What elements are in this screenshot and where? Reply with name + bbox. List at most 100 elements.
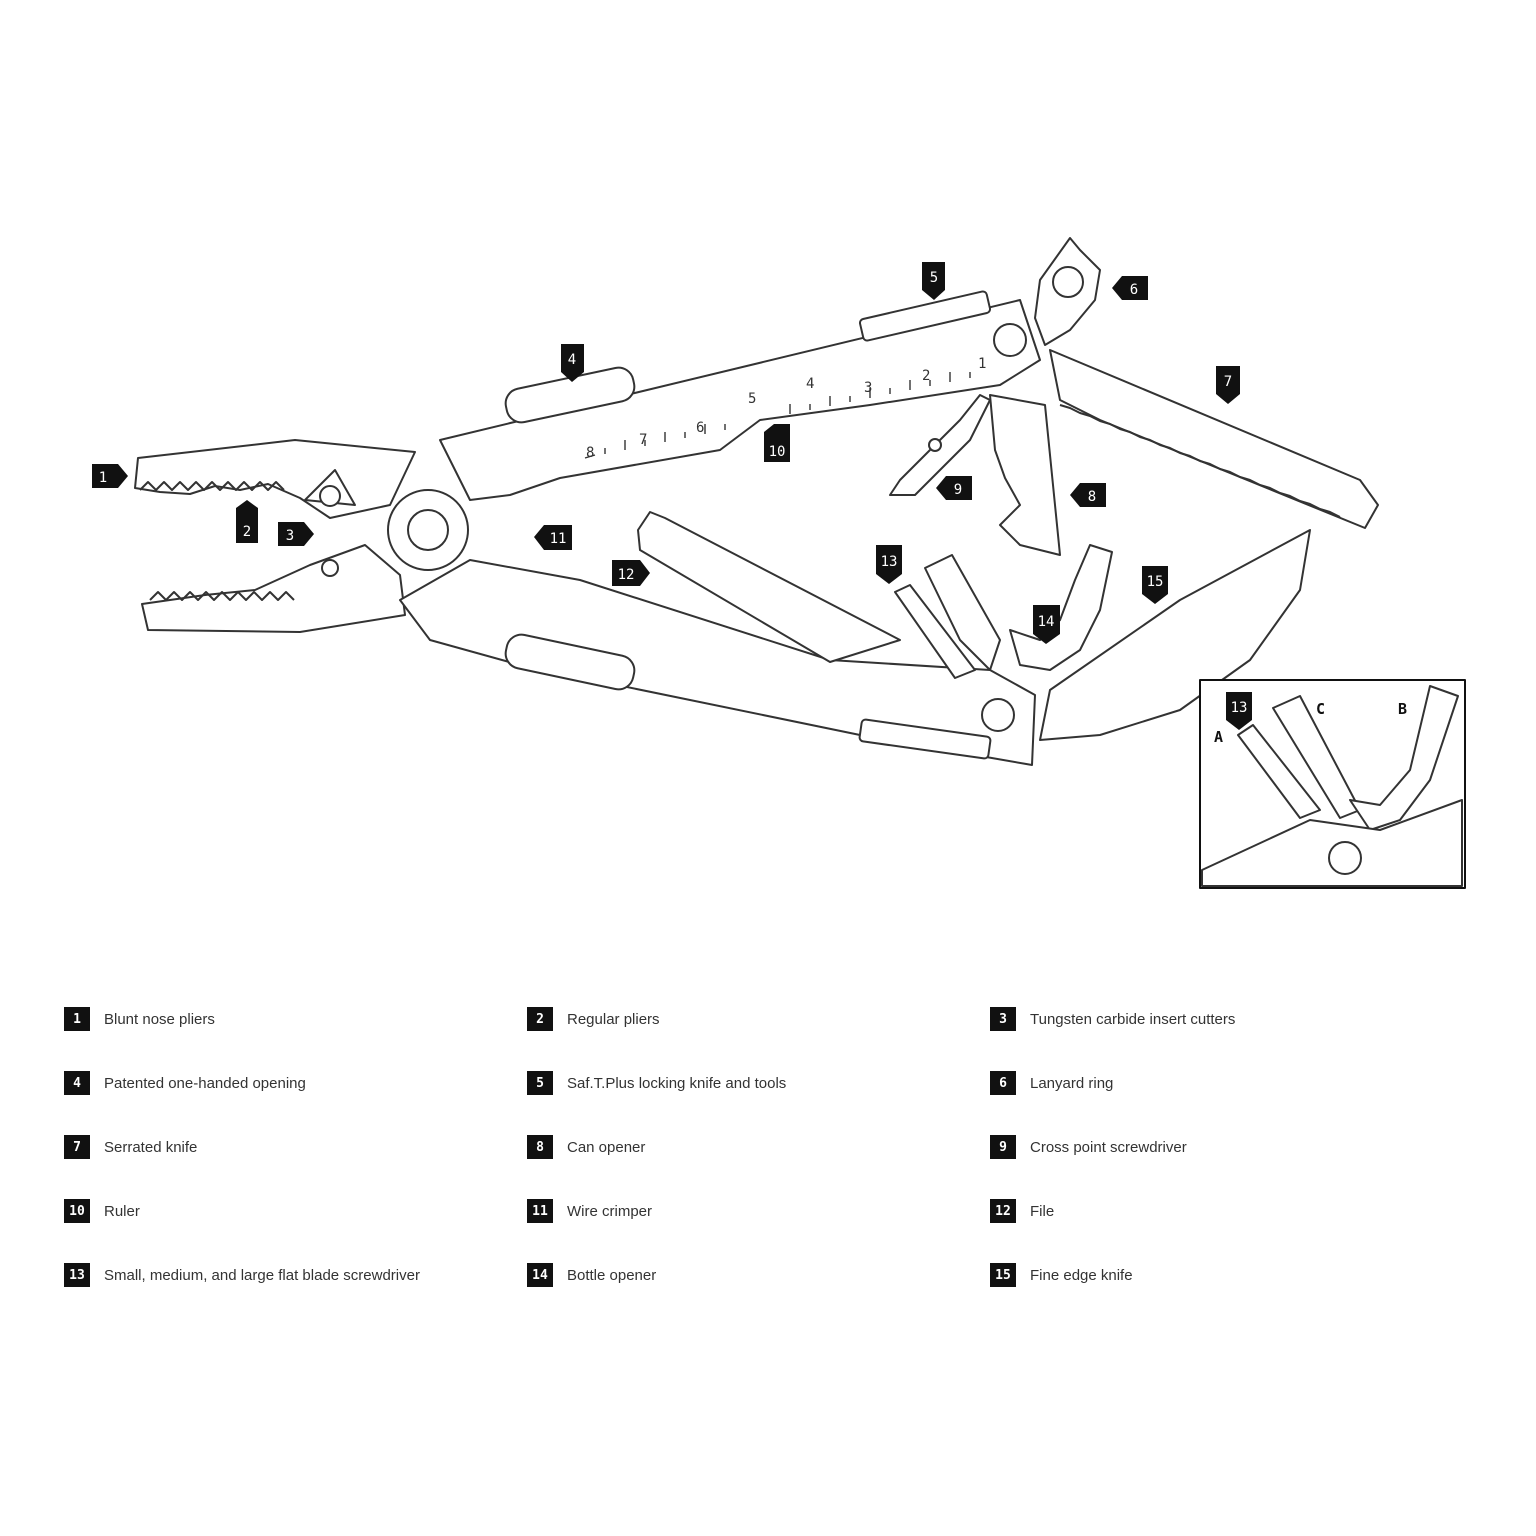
legend-label: Lanyard ring — [1030, 1074, 1114, 1092]
legend-label: Regular pliers — [567, 1010, 660, 1028]
screwdriver-hole — [928, 438, 942, 452]
svg-text:2: 2 — [243, 524, 251, 540]
upper-handle-button — [504, 366, 636, 424]
file-tool — [637, 511, 901, 663]
handle-rivet-lower — [981, 698, 1015, 732]
lower-handle — [399, 559, 1036, 766]
svg-text:8: 8 — [1088, 489, 1096, 505]
legend-item-11: 11 Wire crimper — [527, 1198, 652, 1224]
lock-slider-upper — [858, 290, 992, 342]
can-opener — [989, 394, 1061, 556]
callout-5: 5 — [922, 262, 945, 300]
svg-text:4: 4 — [568, 352, 576, 368]
svg-text:11: 11 — [550, 531, 567, 547]
legend-item-1: 1 Blunt nose pliers — [64, 1006, 215, 1032]
legend-item-5: 5 Saf.T.Plus locking knife and tools — [527, 1070, 786, 1096]
legend-label: Fine edge knife — [1030, 1266, 1133, 1284]
inset-label-b: B — [1398, 700, 1407, 718]
svg-text:1: 1 — [99, 470, 107, 486]
callout-1: 1 — [92, 464, 128, 488]
legend-item-7: 7 Serrated knife — [64, 1134, 197, 1160]
callout-11: 11 — [534, 525, 572, 550]
ruler-mark-5: 5 — [748, 391, 756, 407]
legend-badge: 12 — [990, 1199, 1016, 1223]
ruler-mark-3: 3 — [864, 380, 872, 396]
legend-item-9: 9 Cross point screwdriver — [990, 1134, 1187, 1160]
ruler-mark-6: 6 — [696, 420, 704, 436]
legend-label: Patented one-handed opening — [104, 1074, 306, 1092]
lower-handle-button — [504, 633, 636, 691]
ruler-mark-4: 4 — [806, 376, 814, 392]
callout-15: 15 — [1142, 566, 1168, 604]
legend-item-12: 12 File — [990, 1198, 1054, 1224]
legend-label: Ruler — [104, 1202, 140, 1220]
legend-label: Can opener — [567, 1138, 646, 1156]
callout-7: 7 — [1216, 366, 1240, 404]
legend-label: Serrated knife — [104, 1138, 198, 1156]
legend-label: Small, medium, and large flat blade scre… — [104, 1266, 420, 1284]
upper-jaw — [134, 439, 416, 519]
serrated-knife — [1049, 349, 1379, 529]
ruler-mark-7: 7 — [639, 432, 647, 448]
legend-badge: 7 — [64, 1135, 90, 1159]
lock-slider-lower — [858, 718, 992, 760]
legend-badge: 5 — [527, 1071, 553, 1095]
callout-4: 4 — [561, 344, 584, 382]
legend-badge: 15 — [990, 1263, 1016, 1287]
callout-6: 6 — [1112, 276, 1148, 300]
legend-item-2: 2 Regular pliers — [527, 1006, 660, 1032]
inset-handle — [1201, 799, 1463, 887]
callout-2: 2 — [236, 500, 258, 543]
lower-jaw — [141, 544, 406, 633]
legend-badge: 11 — [527, 1199, 553, 1223]
ruler-tick-line — [584, 372, 971, 459]
legend-label: Saf.T.Plus locking knife and tools — [567, 1074, 787, 1092]
callout-12: 12 — [612, 560, 650, 586]
inset-callout-13: 13 — [1226, 692, 1252, 730]
legend-item-8: 8 Can opener — [527, 1134, 645, 1160]
inset-label-a: A — [1214, 728, 1223, 746]
callout-13: 13 — [876, 545, 902, 584]
fine-edge-knife — [1039, 529, 1311, 741]
legend-badge: 8 — [527, 1135, 553, 1159]
svg-text:10: 10 — [769, 444, 786, 460]
legend-label: Blunt nose pliers — [104, 1010, 215, 1028]
svg-text:12: 12 — [618, 567, 635, 583]
legend-badge: 9 — [990, 1135, 1016, 1159]
main-pivot-inner — [407, 509, 449, 551]
legend-label: Wire crimper — [567, 1202, 652, 1220]
callout-9: 9 — [936, 476, 972, 500]
ruler-mark-2: 2 — [922, 368, 930, 384]
serration — [1059, 404, 1341, 518]
callout-3: 3 — [278, 522, 314, 546]
callout-14: 14 — [1033, 605, 1060, 644]
legend-label: Cross point screwdriver — [1030, 1138, 1187, 1156]
upper-jaw-teeth — [139, 481, 285, 491]
legend-badge: 6 — [990, 1071, 1016, 1095]
legend-item-14: 14 Bottle opener — [527, 1262, 656, 1288]
legend-item-3: 3 Tungsten carbide insert cutters — [990, 1006, 1235, 1032]
legend-label: File — [1030, 1202, 1055, 1220]
svg-text:14: 14 — [1038, 614, 1055, 630]
legend-item-6: 6 Lanyard ring — [990, 1070, 1113, 1096]
legend-label: Bottle opener — [567, 1266, 657, 1284]
inset-rivet — [1328, 841, 1362, 875]
upper-handle — [439, 299, 1041, 501]
legend-badge: 1 — [64, 1007, 90, 1031]
legend: 1 Blunt nose pliers 2 Regular pliers 3 T… — [0, 1000, 1536, 1320]
bottle-opener — [1009, 544, 1113, 671]
multitool-diagram: 1 2 3 4 5 6 7 8 — [92, 237, 1466, 889]
legend-label: Tungsten carbide insert cutters — [1030, 1010, 1236, 1028]
legend-badge: 13 — [64, 1263, 90, 1287]
inset-tool-a — [1237, 724, 1321, 819]
callout-10: 10 — [764, 424, 790, 462]
handle-rivet-upper — [993, 323, 1027, 357]
legend-badge: 2 — [527, 1007, 553, 1031]
flat-screwdriver-large — [924, 554, 1001, 671]
legend-item-10: 10 Ruler — [64, 1198, 140, 1224]
svg-text:9: 9 — [954, 482, 962, 498]
legend-item-15: 15 Fine edge knife — [990, 1262, 1133, 1288]
svg-text:15: 15 — [1147, 574, 1164, 590]
flat-screwdriver-small — [894, 584, 976, 679]
svg-text:3: 3 — [286, 528, 294, 544]
